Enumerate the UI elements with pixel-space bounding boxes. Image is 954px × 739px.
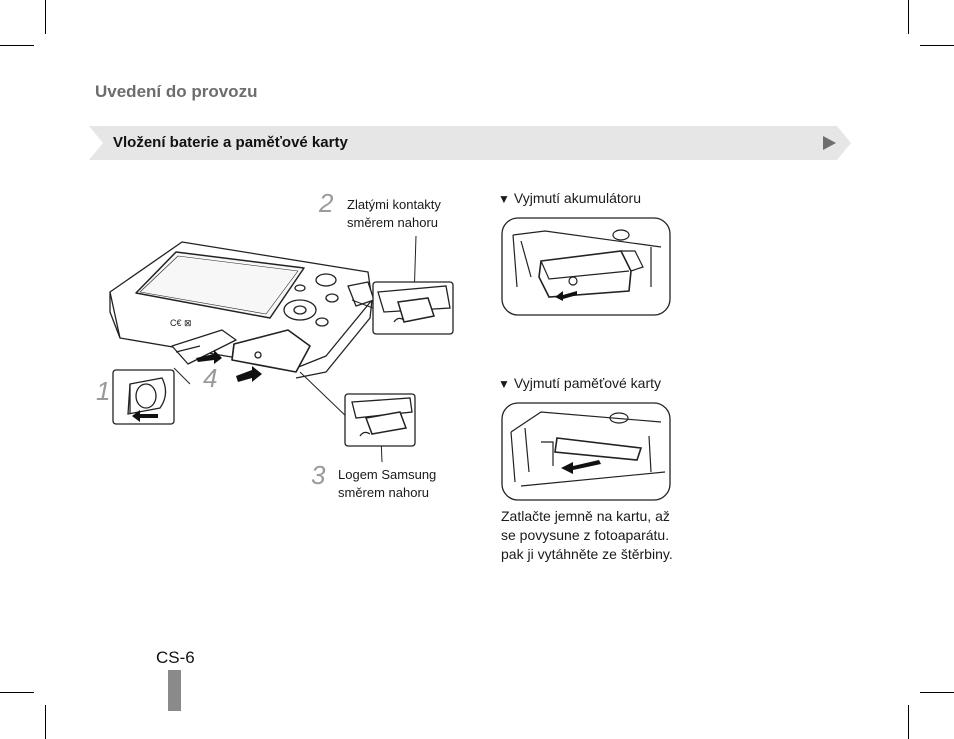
pull-arrow-icon [561,460,601,474]
crop-mark [920,692,954,693]
battery-removal-heading: ▼Vyjmutí akumulátoru [498,190,641,206]
crop-mark [908,0,909,34]
step-number-2: 2 [319,188,334,218]
left-arrow-icon [132,410,158,422]
triangle-marker-icon: ▼ [498,192,510,206]
insert-arrow-icon [196,350,222,364]
step-number-4: 4 [203,363,218,393]
crop-mark [45,705,46,739]
crop-mark [0,45,34,46]
page-number: CS-6 [156,648,195,667]
card-removal-heading: ▼Vyjmutí paměťové karty [498,375,662,391]
memory-card [364,411,408,435]
step-3-caption: Logem Samsung směrem nahoru [338,467,437,500]
battery-door [171,329,237,365]
crop-mark [920,45,954,46]
banner-title: Vložení baterie a paměťové karty [113,134,348,151]
crop-mark [908,705,909,739]
triangle-marker-icon: ▼ [498,377,510,391]
crop-mark [45,0,46,34]
banner [89,126,851,160]
step-number-1: 1 [96,376,111,406]
card-removal-illustration [501,402,671,501]
next-arrow-icon [823,136,836,150]
camera-screen [135,251,305,319]
crop-mark [0,692,34,693]
ce-mark-icon: C€ ⊠ [170,318,192,328]
insert-arrow-icon [236,366,262,382]
battery-removal-illustration [501,217,671,316]
pull-arrow-icon [555,291,577,301]
page-tab-bar [168,670,181,711]
control-dial [283,299,317,321]
step-number-3: 3 [311,460,326,490]
memory-card [554,437,643,461]
memory-card [397,297,435,323]
section-title: Uvedení do provozu [95,82,258,101]
card-removal-note: Zatlačte jemně na kartu, až se povysune … [501,508,673,562]
step-2-caption: Zlatými kontakty směrem nahoru [347,197,441,230]
